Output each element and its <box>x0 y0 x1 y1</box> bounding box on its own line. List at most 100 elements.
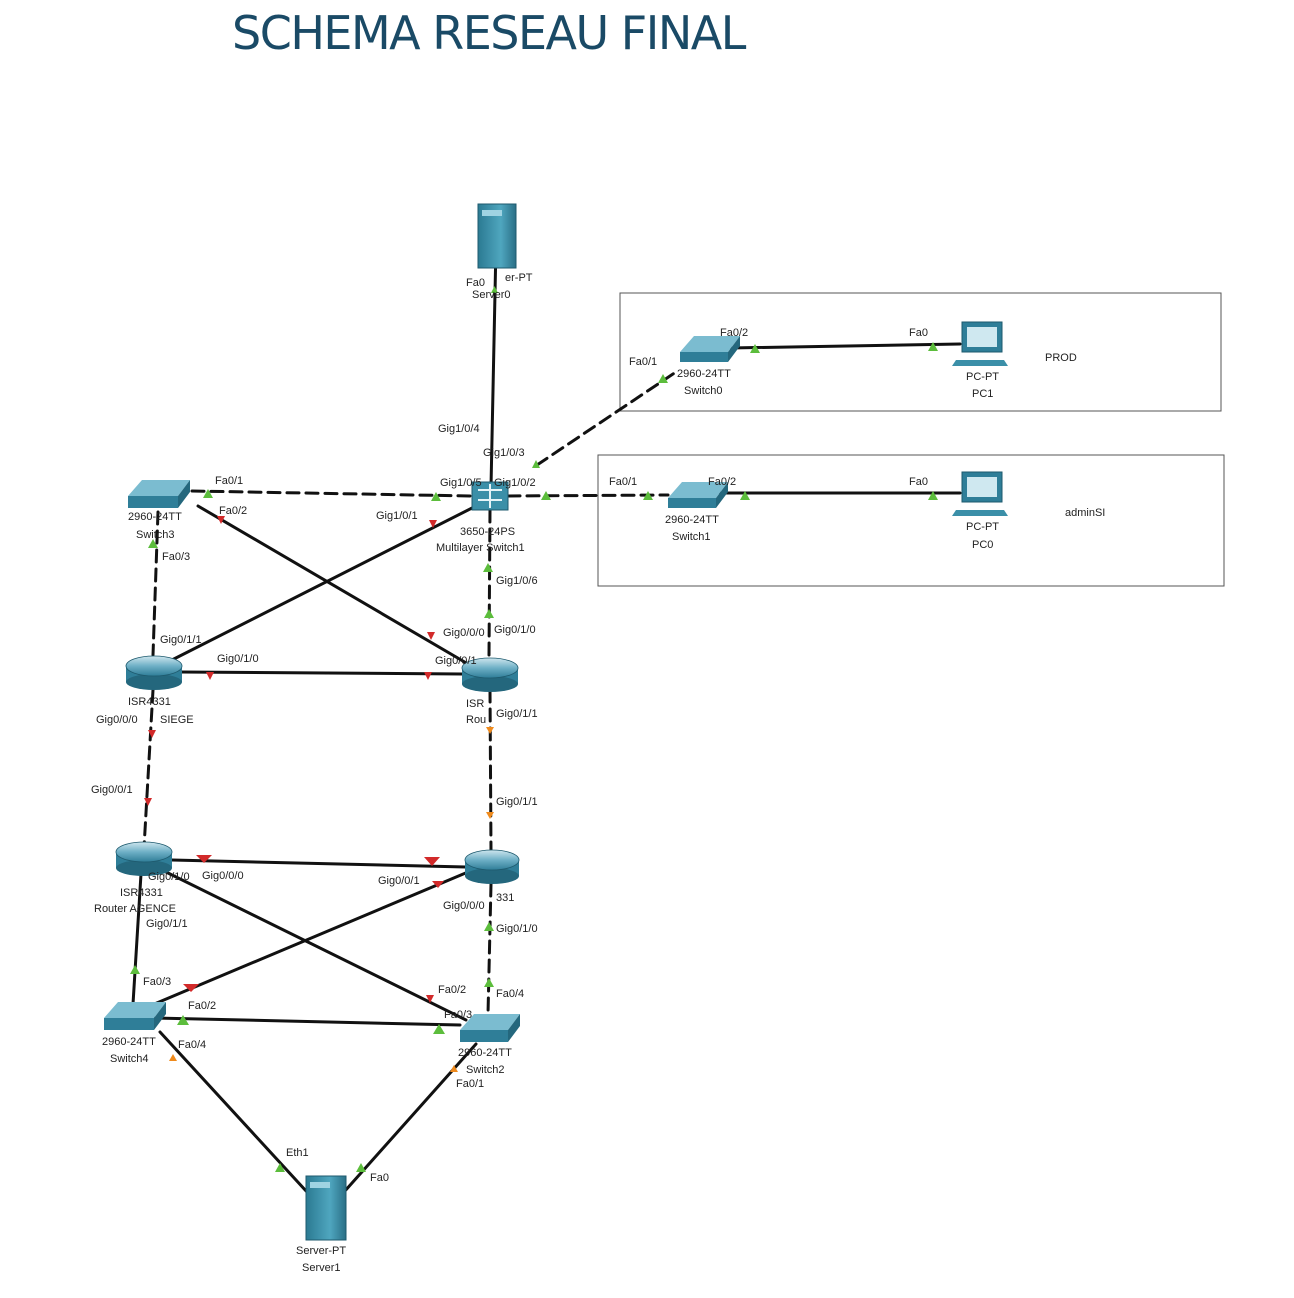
switch-icon <box>668 498 716 508</box>
mlswitch-model-label: 3650-24PS <box>460 526 515 538</box>
router-r-device[interactable] <box>461 657 519 692</box>
router-agence-name-label: Router AGENCE <box>94 903 176 915</box>
router-siege-device[interactable] <box>125 655 183 690</box>
port-up-marker <box>643 491 653 500</box>
link-router-siege-router-agence <box>142 688 155 850</box>
port-orange-marker <box>450 1065 458 1072</box>
router-body <box>462 676 518 692</box>
port-label: Fa0/3 <box>143 976 171 988</box>
port-up-marker <box>928 491 938 500</box>
port-up-marker <box>484 609 494 618</box>
link-switch4-server1 <box>158 1030 309 1194</box>
port-label: Fa0/2 <box>438 984 466 996</box>
switch3-name-label: Switch3 <box>136 529 175 541</box>
zone-admin-box <box>597 454 1225 587</box>
link-router-siege-router-r <box>178 670 464 676</box>
port-label: Fa0/4 <box>178 1039 206 1051</box>
port-down-marker <box>424 857 440 866</box>
switch-icon <box>128 496 178 508</box>
port-label: Gig1/0/6 <box>496 575 538 587</box>
switch3-device[interactable] <box>128 480 190 508</box>
port-down-marker <box>183 984 199 992</box>
switch2-model-label: 2960-24TT <box>458 1047 512 1059</box>
port-label: Gig0/1/0 <box>148 871 190 883</box>
router-agence-device[interactable] <box>115 841 173 876</box>
link-mlswitch-switch0 <box>535 370 678 467</box>
port-up-marker <box>532 460 540 468</box>
port-orange-marker <box>486 812 494 819</box>
port-down-marker <box>426 995 434 1003</box>
pc0-device[interactable] <box>952 471 1008 516</box>
port-label: Gig0/1/0 <box>494 624 536 636</box>
port-label: Fa0 <box>909 327 928 339</box>
switch-icon <box>104 1018 154 1030</box>
link-server0-mlswitch <box>489 243 498 489</box>
port-label: Fa0 <box>370 1172 389 1184</box>
link-switch4-switch2 <box>152 1016 462 1027</box>
server0-model-label: er-PT <box>505 272 533 284</box>
pc-screen <box>967 327 997 347</box>
server1-name-label: Server1 <box>302 1262 341 1274</box>
port-label: Gig0/0/0 <box>443 627 485 639</box>
switch0-device[interactable] <box>680 336 740 362</box>
router-top <box>125 655 183 677</box>
switch4-model-label: 2960-24TT <box>102 1036 156 1048</box>
switch2-device[interactable] <box>460 1014 520 1042</box>
server1-model-label: Server-PT <box>296 1245 346 1257</box>
port-down-marker <box>206 672 214 680</box>
zone-label-admin: adminSI <box>1065 507 1105 519</box>
port-orange-marker <box>169 1054 177 1061</box>
multilayer-switch-arrows <box>478 484 502 508</box>
link-switch0-pc1 <box>728 342 962 350</box>
link-router-r-router-br <box>488 688 493 854</box>
port-label: Gig0/0/0 <box>96 714 138 726</box>
port-label: Fa0/2 <box>708 476 736 488</box>
port-up-marker <box>177 1015 189 1025</box>
router-body <box>116 860 172 876</box>
router-top <box>464 849 520 871</box>
port-up-marker <box>928 342 938 351</box>
router-siege-name-label: SIEGE <box>160 714 194 726</box>
server1-device[interactable] <box>305 1175 347 1241</box>
switch4-device[interactable] <box>104 1002 166 1030</box>
port-label: Gig0/1/1 <box>146 918 188 930</box>
port-label: Fa0 <box>466 277 485 289</box>
port-label: Fa0/1 <box>609 476 637 488</box>
pc1-model-label: PC-PT <box>966 371 999 383</box>
switch0-model-label: 2960-24TT <box>677 368 731 380</box>
pc1-device[interactable] <box>952 321 1008 366</box>
port-down-marker <box>432 881 444 888</box>
mlswitch-name-label: Multilayer Switch1 <box>436 542 525 554</box>
port-up-marker <box>483 563 493 572</box>
ml-switch-device[interactable] <box>471 481 509 511</box>
router-br-device[interactable] <box>464 849 520 884</box>
port-label: Gig0/0/1 <box>91 784 133 796</box>
port-label: Gig0/0/1 <box>435 655 477 667</box>
pc-keyboard <box>952 360 1008 366</box>
port-down-marker <box>217 516 225 524</box>
switch1-model-label: 2960-24TT <box>665 514 719 526</box>
port-label: Gig0/1/0 <box>496 923 538 935</box>
link-router-br-switch2 <box>486 882 493 1016</box>
link-switch3-router-siege <box>151 510 160 657</box>
port-up-marker <box>203 489 213 498</box>
port-down-marker <box>429 520 437 528</box>
link-router-br-switch4 <box>150 870 470 1007</box>
zone-label-prod: PROD <box>1045 352 1077 364</box>
port-label: Fa0/1 <box>629 356 657 368</box>
zone-prod-box <box>619 292 1222 412</box>
port-label: Fa0/1 <box>215 475 243 487</box>
switch3-model-label: 2960-24TT <box>128 511 182 523</box>
port-label: Eth1 <box>286 1147 309 1159</box>
port-label: Fa0/1 <box>456 1078 484 1090</box>
server0-name-label: Server0 <box>472 289 511 301</box>
switch-icon <box>680 352 728 362</box>
link-switch3-mlswitch <box>190 489 474 498</box>
link-router-agence-switch4 <box>131 872 143 1006</box>
port-up-marker <box>750 344 760 353</box>
server0-device[interactable] <box>477 203 517 269</box>
router-top <box>461 657 519 679</box>
switch1-device[interactable] <box>668 482 728 508</box>
port-down-marker <box>424 672 432 680</box>
link-mlswitch-router-siege <box>162 504 478 666</box>
